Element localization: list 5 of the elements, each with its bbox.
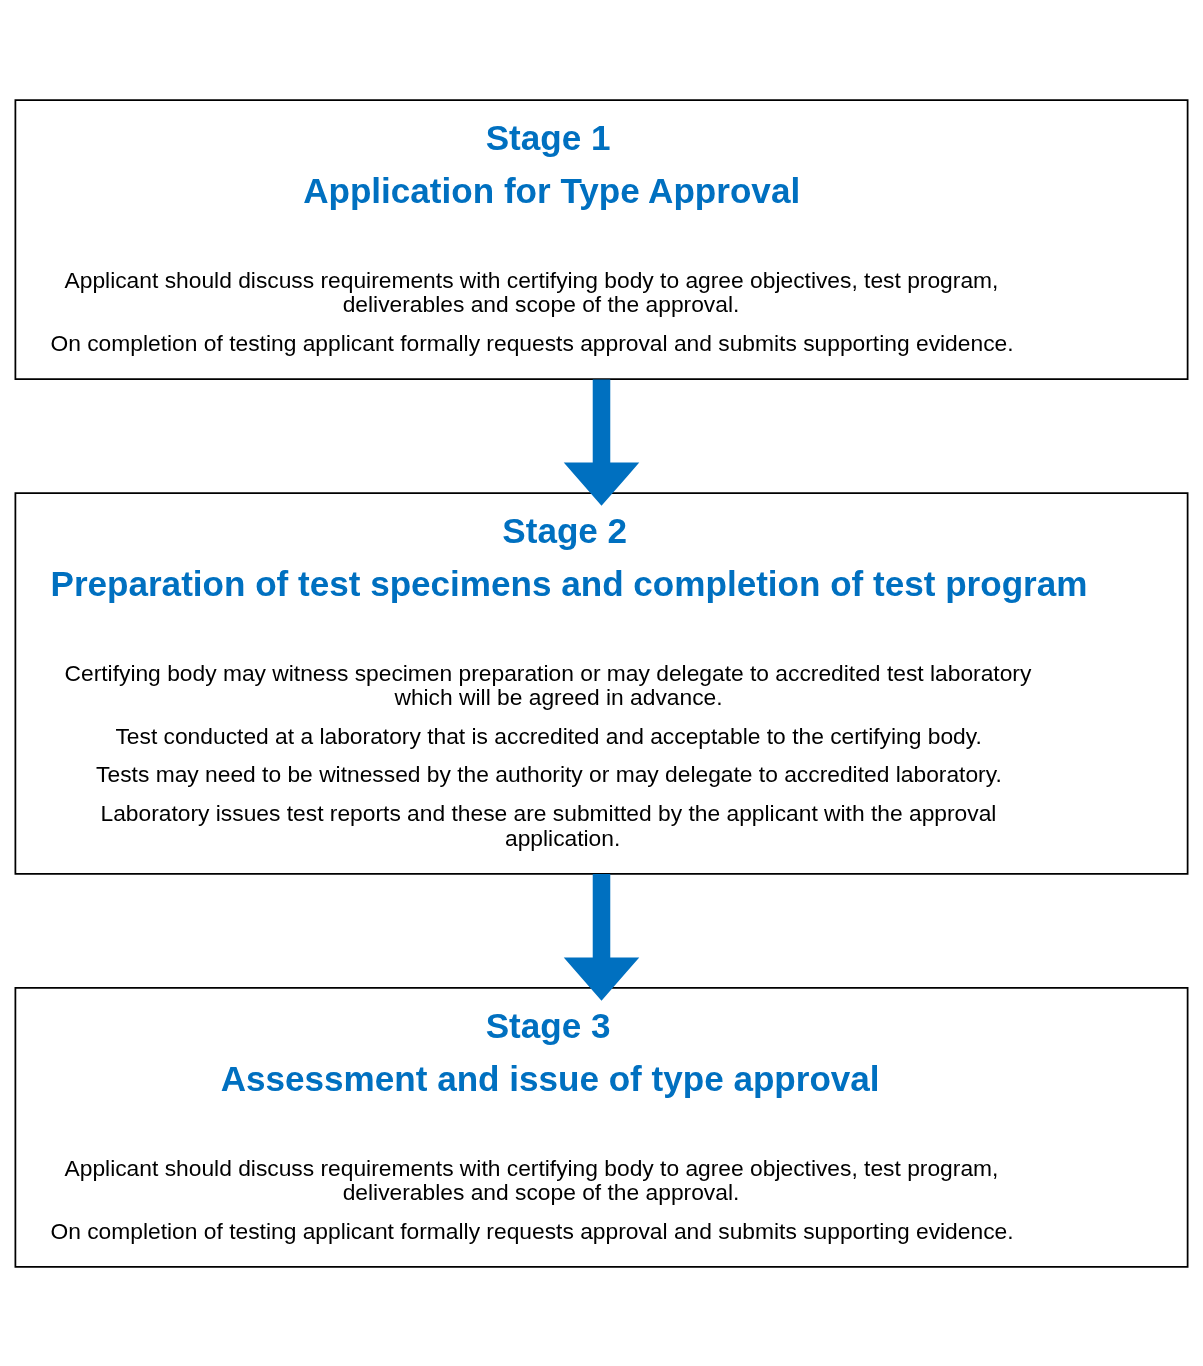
node-box: Stage 2 Preparation of test specimens and completion of test program Certifying body may witness specimen preparation or may delegate to accredited test laboratory which will be agreed in advance. Test conducted at a laboratory that is accredited and acceptable to the certifying body. Tests may need to be witnessed by the authority or may delegate to accredited laboratory. Laboratory issues test reports and these are submitted by the applicant with the approval application. bbox=[14, 491, 1189, 875]
arrow bbox=[563, 378, 640, 506]
node-box: Stage 3 Assessment and issue of type approval Applicant should discuss requirements with certifying body to agree objectives, test program, deliverables and scope of the approval. On completion of testing applicant formally requests approval and submits supporting evidence. bbox=[14, 986, 1189, 1268]
node-box: Stage 1 Application for Type Approval Applicant should discuss requirements with certifying body to agree objectives, test program, deliverables and scope of the approval. On completion of testing applicant formally requests approval and submits supporting evidence. bbox=[14, 98, 1189, 380]
arrow bbox=[563, 873, 640, 1001]
